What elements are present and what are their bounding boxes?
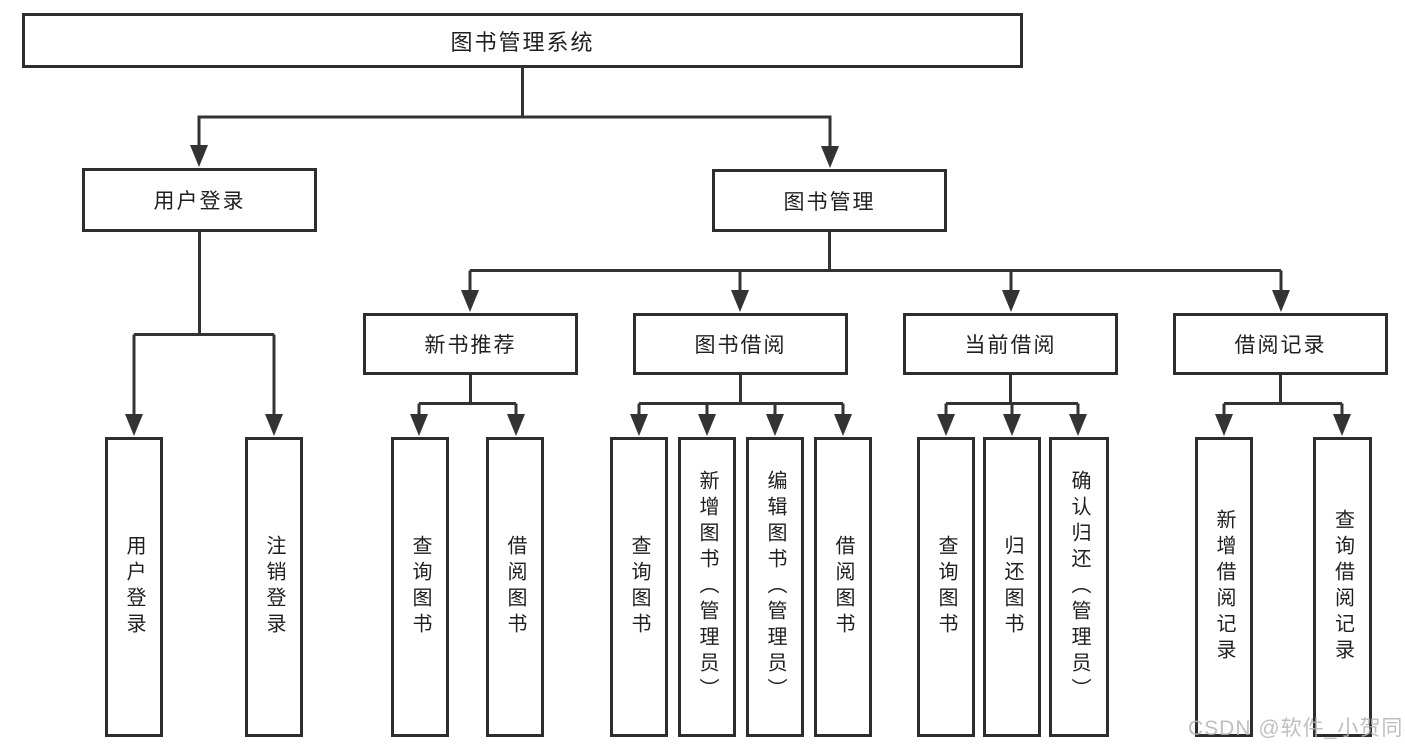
- leaf-query-books-borrow-label: 查询图书: [628, 535, 650, 639]
- node-new-book-recommendation: 新书推荐: [363, 313, 578, 375]
- leaf-edit-book-admin: 编辑图书（管理员）: [746, 437, 804, 737]
- leaf-add-borrow-record-label: 新增借阅记录: [1213, 509, 1235, 665]
- leaf-query-books-current: 查询图书: [917, 437, 975, 737]
- leaf-query-books-recommend: 查询图书: [391, 437, 449, 737]
- leaf-add-book-admin: 新增图书（管理员）: [678, 437, 736, 737]
- leaf-borrow-books-2: 借阅图书: [814, 437, 872, 737]
- leaf-confirm-return-admin-label: 确认归还（管理员）: [1068, 470, 1090, 704]
- leaf-confirm-return-admin: 确认归还（管理员）: [1049, 437, 1109, 737]
- arrowheads: [125, 145, 1351, 436]
- node-book-borrowing: 图书借阅: [633, 313, 848, 375]
- node-borrowing-records: 借阅记录: [1173, 313, 1388, 375]
- leaf-user-login: 用户登录: [105, 437, 163, 737]
- leaf-return-book-label: 归还图书: [1001, 535, 1023, 639]
- leaf-borrow-books-recommend-label: 借阅图书: [504, 535, 526, 639]
- leaf-add-book-admin-label: 新增图书（管理员）: [696, 470, 718, 704]
- csdn-watermark: CSDN @软件_小贺同学: [1188, 717, 1405, 740]
- leaf-add-borrow-record: 新增借阅记录: [1195, 437, 1253, 737]
- leaf-query-borrow-record: 查询借阅记录: [1313, 437, 1372, 737]
- node-book-management: 图书管理: [712, 169, 947, 232]
- leaf-borrow-books-recommend: 借阅图书: [486, 437, 544, 737]
- leaf-logout: 注销登录: [245, 437, 303, 737]
- leaf-query-books-recommend-label: 查询图书: [409, 535, 431, 639]
- node-user-login: 用户登录: [82, 168, 317, 232]
- node-current-borrowing: 当前借阅: [903, 313, 1118, 375]
- leaf-user-login-label: 用户登录: [123, 535, 145, 639]
- leaf-query-books-borrow: 查询图书: [610, 437, 668, 737]
- leaf-query-books-current-label: 查询图书: [935, 535, 957, 639]
- leaf-logout-label: 注销登录: [263, 535, 285, 639]
- leaf-edit-book-admin-label: 编辑图书（管理员）: [764, 470, 786, 704]
- leaf-borrow-books-2-label: 借阅图书: [832, 535, 854, 639]
- tree-edges: [132, 68, 1344, 416]
- leaf-return-book: 归还图书: [983, 437, 1041, 737]
- leaf-query-borrow-record-label: 查询借阅记录: [1331, 509, 1354, 665]
- root-node-book-management-system: 图书管理系统: [22, 13, 1023, 68]
